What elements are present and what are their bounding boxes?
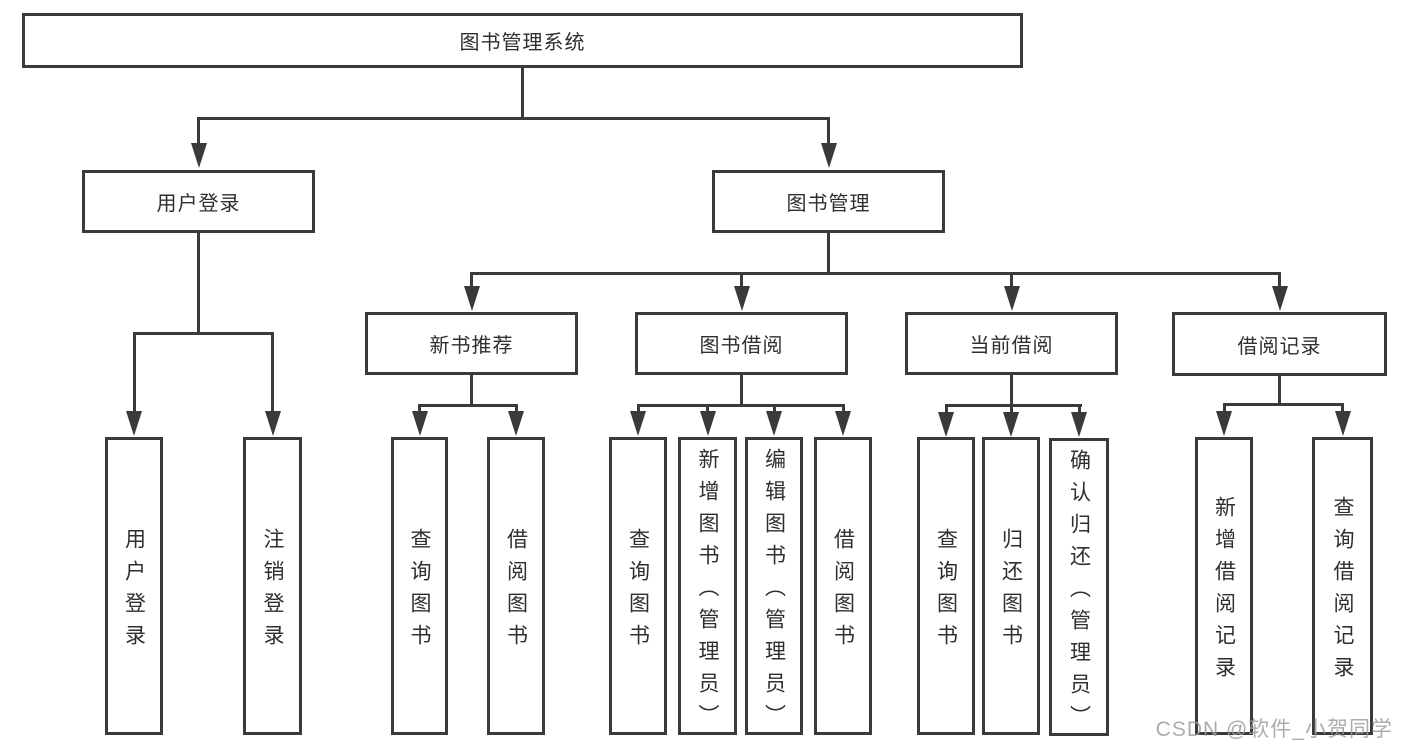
connector-book-borrow-split-trunk <box>740 375 743 407</box>
connector-borrow-records-split-trunk <box>1278 375 1281 406</box>
node-label: 查询图书 <box>626 527 650 656</box>
connector-book-mgmt-split-stem <box>470 273 473 286</box>
connector-new-book-rec-split-stem <box>514 405 518 411</box>
connector-user-login-split-stem <box>271 333 274 411</box>
connector-root-split-rail <box>197 116 830 120</box>
connector-borrow-records-split-stem <box>1222 404 1226 411</box>
arrow-down-icon <box>1334 411 1351 436</box>
leaf-br-add-record: 新增借阅记录 <box>1195 437 1253 735</box>
node-label: 用户登录 <box>122 527 146 656</box>
connector-new-book-rec-split-trunk <box>470 375 473 407</box>
node-label: 图书管理系统 <box>459 32 586 54</box>
node-label: 查询借阅记录 <box>1331 495 1354 688</box>
connector-root-split-stem <box>827 118 830 143</box>
connector-current-borrow-split-rail <box>944 403 1082 407</box>
node-user-login: 用户登录 <box>82 170 315 233</box>
node-label: 确认归还（管理员） <box>1067 448 1091 737</box>
leaf-cb-confirm-return-admin: 确认归还（管理员） <box>1049 438 1109 737</box>
connector-borrow-records-split-stem <box>1341 404 1344 411</box>
connector-book-borrow-split-rail <box>636 403 845 407</box>
connector-book-borrow-split-stem <box>706 405 709 411</box>
connector-current-borrow-split-trunk <box>1010 375 1013 407</box>
connector-user-login-split-stem <box>132 333 136 411</box>
arrow-down-icon <box>1071 412 1087 437</box>
node-root-system: 图书管理系统 <box>22 13 1023 68</box>
node-label: 新书推荐 <box>429 335 514 357</box>
arrow-down-icon <box>1271 286 1288 311</box>
node-label: 借阅记录 <box>1237 335 1322 358</box>
node-book-management: 图书管理 <box>712 170 945 233</box>
csdn-watermark: CSDN @软件_小贺同学 <box>1155 718 1393 741</box>
leaf-bb-add-book-admin: 新增图书（管理员） <box>678 437 737 736</box>
leaf-user-login: 用户登录 <box>105 437 163 735</box>
node-label: 注销登录 <box>261 527 284 656</box>
leaf-bb-query-book: 查询图书 <box>609 437 667 735</box>
leaf-cb-query-book: 查询图书 <box>917 437 975 735</box>
leaf-cb-return-book: 归还图书 <box>982 437 1040 735</box>
connector-book-mgmt-split-stem <box>1010 273 1013 286</box>
connector-book-borrow-split-stem <box>772 405 776 411</box>
connector-new-book-rec-split-stem <box>418 405 421 411</box>
arrow-down-icon <box>630 411 646 436</box>
arrow-down-icon <box>508 411 524 436</box>
connector-current-borrow-split-stem <box>1077 405 1081 412</box>
leaf-rec-query-book: 查询图书 <box>391 437 448 735</box>
connector-root-split-stem <box>197 118 200 143</box>
arrow-down-icon <box>733 286 750 311</box>
node-label: 借阅图书 <box>504 527 528 656</box>
connector-book-mgmt-split-stem <box>740 273 743 286</box>
arrow-down-icon <box>1003 412 1019 437</box>
node-label: 新增图书（管理员） <box>696 447 719 736</box>
node-borrow-records: 借阅记录 <box>1172 312 1387 376</box>
arrow-down-icon <box>190 143 207 168</box>
node-label: 当前借阅 <box>969 335 1054 357</box>
arrow-down-icon <box>126 411 142 436</box>
connector-book-mgmt-split-stem <box>1278 273 1281 286</box>
node-label: 查询图书 <box>408 527 431 656</box>
node-label: 图书管理 <box>786 193 871 215</box>
node-current-borrow: 当前借阅 <box>905 312 1118 375</box>
connector-borrow-records-split-rail <box>1222 402 1344 406</box>
node-label: 用户登录 <box>156 193 241 215</box>
arrow-down-icon <box>1003 286 1020 311</box>
node-label: 借阅图书 <box>831 527 855 656</box>
leaf-logout: 注销登录 <box>243 437 302 735</box>
node-label: 新增借阅记录 <box>1212 495 1236 688</box>
connector-book-mgmt-split-rail <box>470 271 1281 275</box>
arrow-down-icon <box>699 411 716 436</box>
arrow-down-icon <box>264 411 281 436</box>
connector-new-book-rec-split-rail <box>418 403 518 407</box>
arrow-down-icon <box>820 143 837 168</box>
arrow-down-icon <box>766 411 782 436</box>
node-label: 查询图书 <box>934 527 958 656</box>
leaf-br-query-record: 查询借阅记录 <box>1312 437 1373 735</box>
connector-current-borrow-split-stem <box>1009 405 1013 412</box>
arrow-down-icon <box>938 412 954 437</box>
arrow-down-icon <box>411 411 428 436</box>
connector-current-borrow-split-stem <box>944 405 948 412</box>
node-label: 归还图书 <box>999 527 1023 656</box>
arrow-down-icon <box>1216 411 1232 436</box>
connector-book-mgmt-split-trunk <box>827 233 830 275</box>
connector-book-borrow-split-stem <box>636 405 640 411</box>
connector-user-login-split-rail <box>132 331 274 335</box>
connector-root-split-trunk <box>520 68 524 120</box>
node-label: 编辑图书（管理员） <box>762 447 786 736</box>
leaf-bb-borrow-book: 借阅图书 <box>814 437 872 735</box>
connector-book-borrow-split-stem <box>841 405 845 411</box>
arrow-down-icon <box>463 286 480 311</box>
node-new-book-recommend: 新书推荐 <box>365 312 578 375</box>
connector-user-login-split-trunk <box>197 233 200 335</box>
leaf-rec-borrow-book: 借阅图书 <box>487 437 545 735</box>
leaf-bb-edit-book-admin: 编辑图书（管理员） <box>745 437 803 736</box>
arrow-down-icon <box>835 411 851 436</box>
node-book-borrow: 图书借阅 <box>635 312 848 375</box>
node-label: 图书借阅 <box>699 335 784 357</box>
